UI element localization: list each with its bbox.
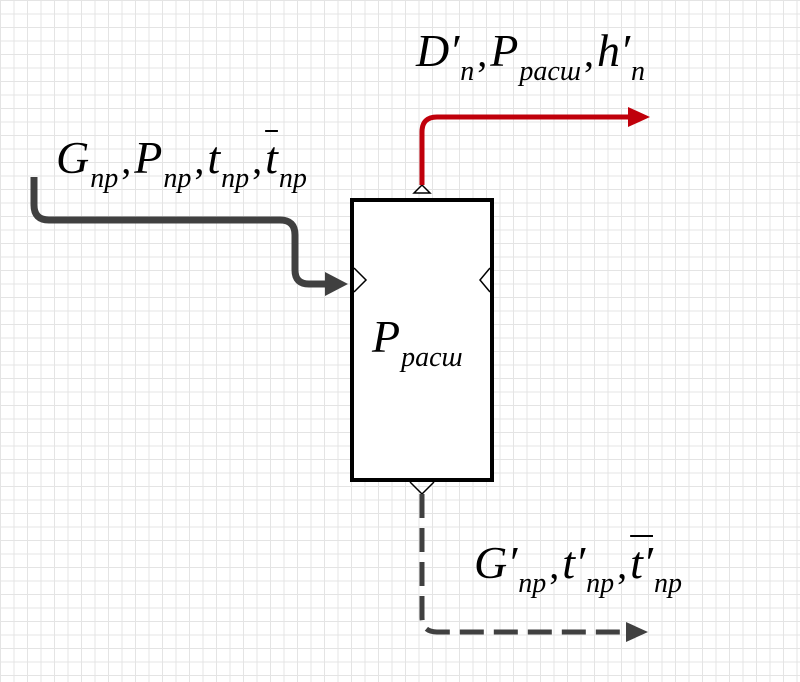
label-P: P xyxy=(372,311,401,362)
sep: , xyxy=(583,30,594,75)
label-t: t xyxy=(207,132,221,183)
port-top[interactable] xyxy=(412,183,432,194)
label-h-sub: п xyxy=(631,56,646,87)
sep: , xyxy=(194,137,205,182)
label-t: t′ xyxy=(562,537,586,588)
label-P-sub: пр xyxy=(163,163,192,194)
steam-outlet-label: D′п,Pрасш,h′п xyxy=(416,25,645,86)
label-tbar-sub: пр xyxy=(653,568,682,599)
steam-outlet-arrowhead xyxy=(628,107,650,127)
drain-outlet-line[interactable] xyxy=(419,494,632,635)
label-G: G′ xyxy=(474,537,518,588)
sep: , xyxy=(549,542,560,587)
label-G: G xyxy=(56,132,90,183)
label-tbar: t′ xyxy=(630,537,653,588)
label-P: P xyxy=(134,132,163,183)
label-h: h′ xyxy=(596,25,631,76)
label-t-sub: пр xyxy=(586,568,615,599)
sep: , xyxy=(252,137,263,182)
sep: , xyxy=(477,30,488,75)
expander-block[interactable] xyxy=(350,198,494,482)
steam-outlet-line[interactable] xyxy=(419,114,635,185)
label-G-sub: пр xyxy=(90,163,119,194)
label-t-sub: пр xyxy=(221,163,250,194)
label-D-sub: п xyxy=(460,56,475,87)
label-P-sub: расш xyxy=(401,342,463,373)
label-P-sub: расш xyxy=(519,56,581,87)
label-tbar-sub: пр xyxy=(278,163,307,194)
drain-outlet-arrowhead xyxy=(626,622,648,642)
block-label: Pрасш xyxy=(372,311,463,372)
label-P: P xyxy=(490,25,519,76)
feed-inlet-line[interactable] xyxy=(30,177,334,288)
feed-inlet-arrowhead xyxy=(325,272,348,296)
sep: , xyxy=(121,137,132,182)
port-left[interactable] xyxy=(353,267,368,293)
sep: , xyxy=(617,542,628,587)
label-tbar: t xyxy=(265,132,278,183)
port-bottom[interactable] xyxy=(409,481,435,496)
port-right[interactable] xyxy=(479,267,491,293)
label-G-sub: пр xyxy=(518,568,547,599)
drain-outlet-label: G′пр,t′пр,t′пр xyxy=(474,537,682,598)
label-D: D′ xyxy=(416,25,460,76)
feed-inlet-label: Gпр,Pпр,tпр,tпр xyxy=(56,132,307,193)
